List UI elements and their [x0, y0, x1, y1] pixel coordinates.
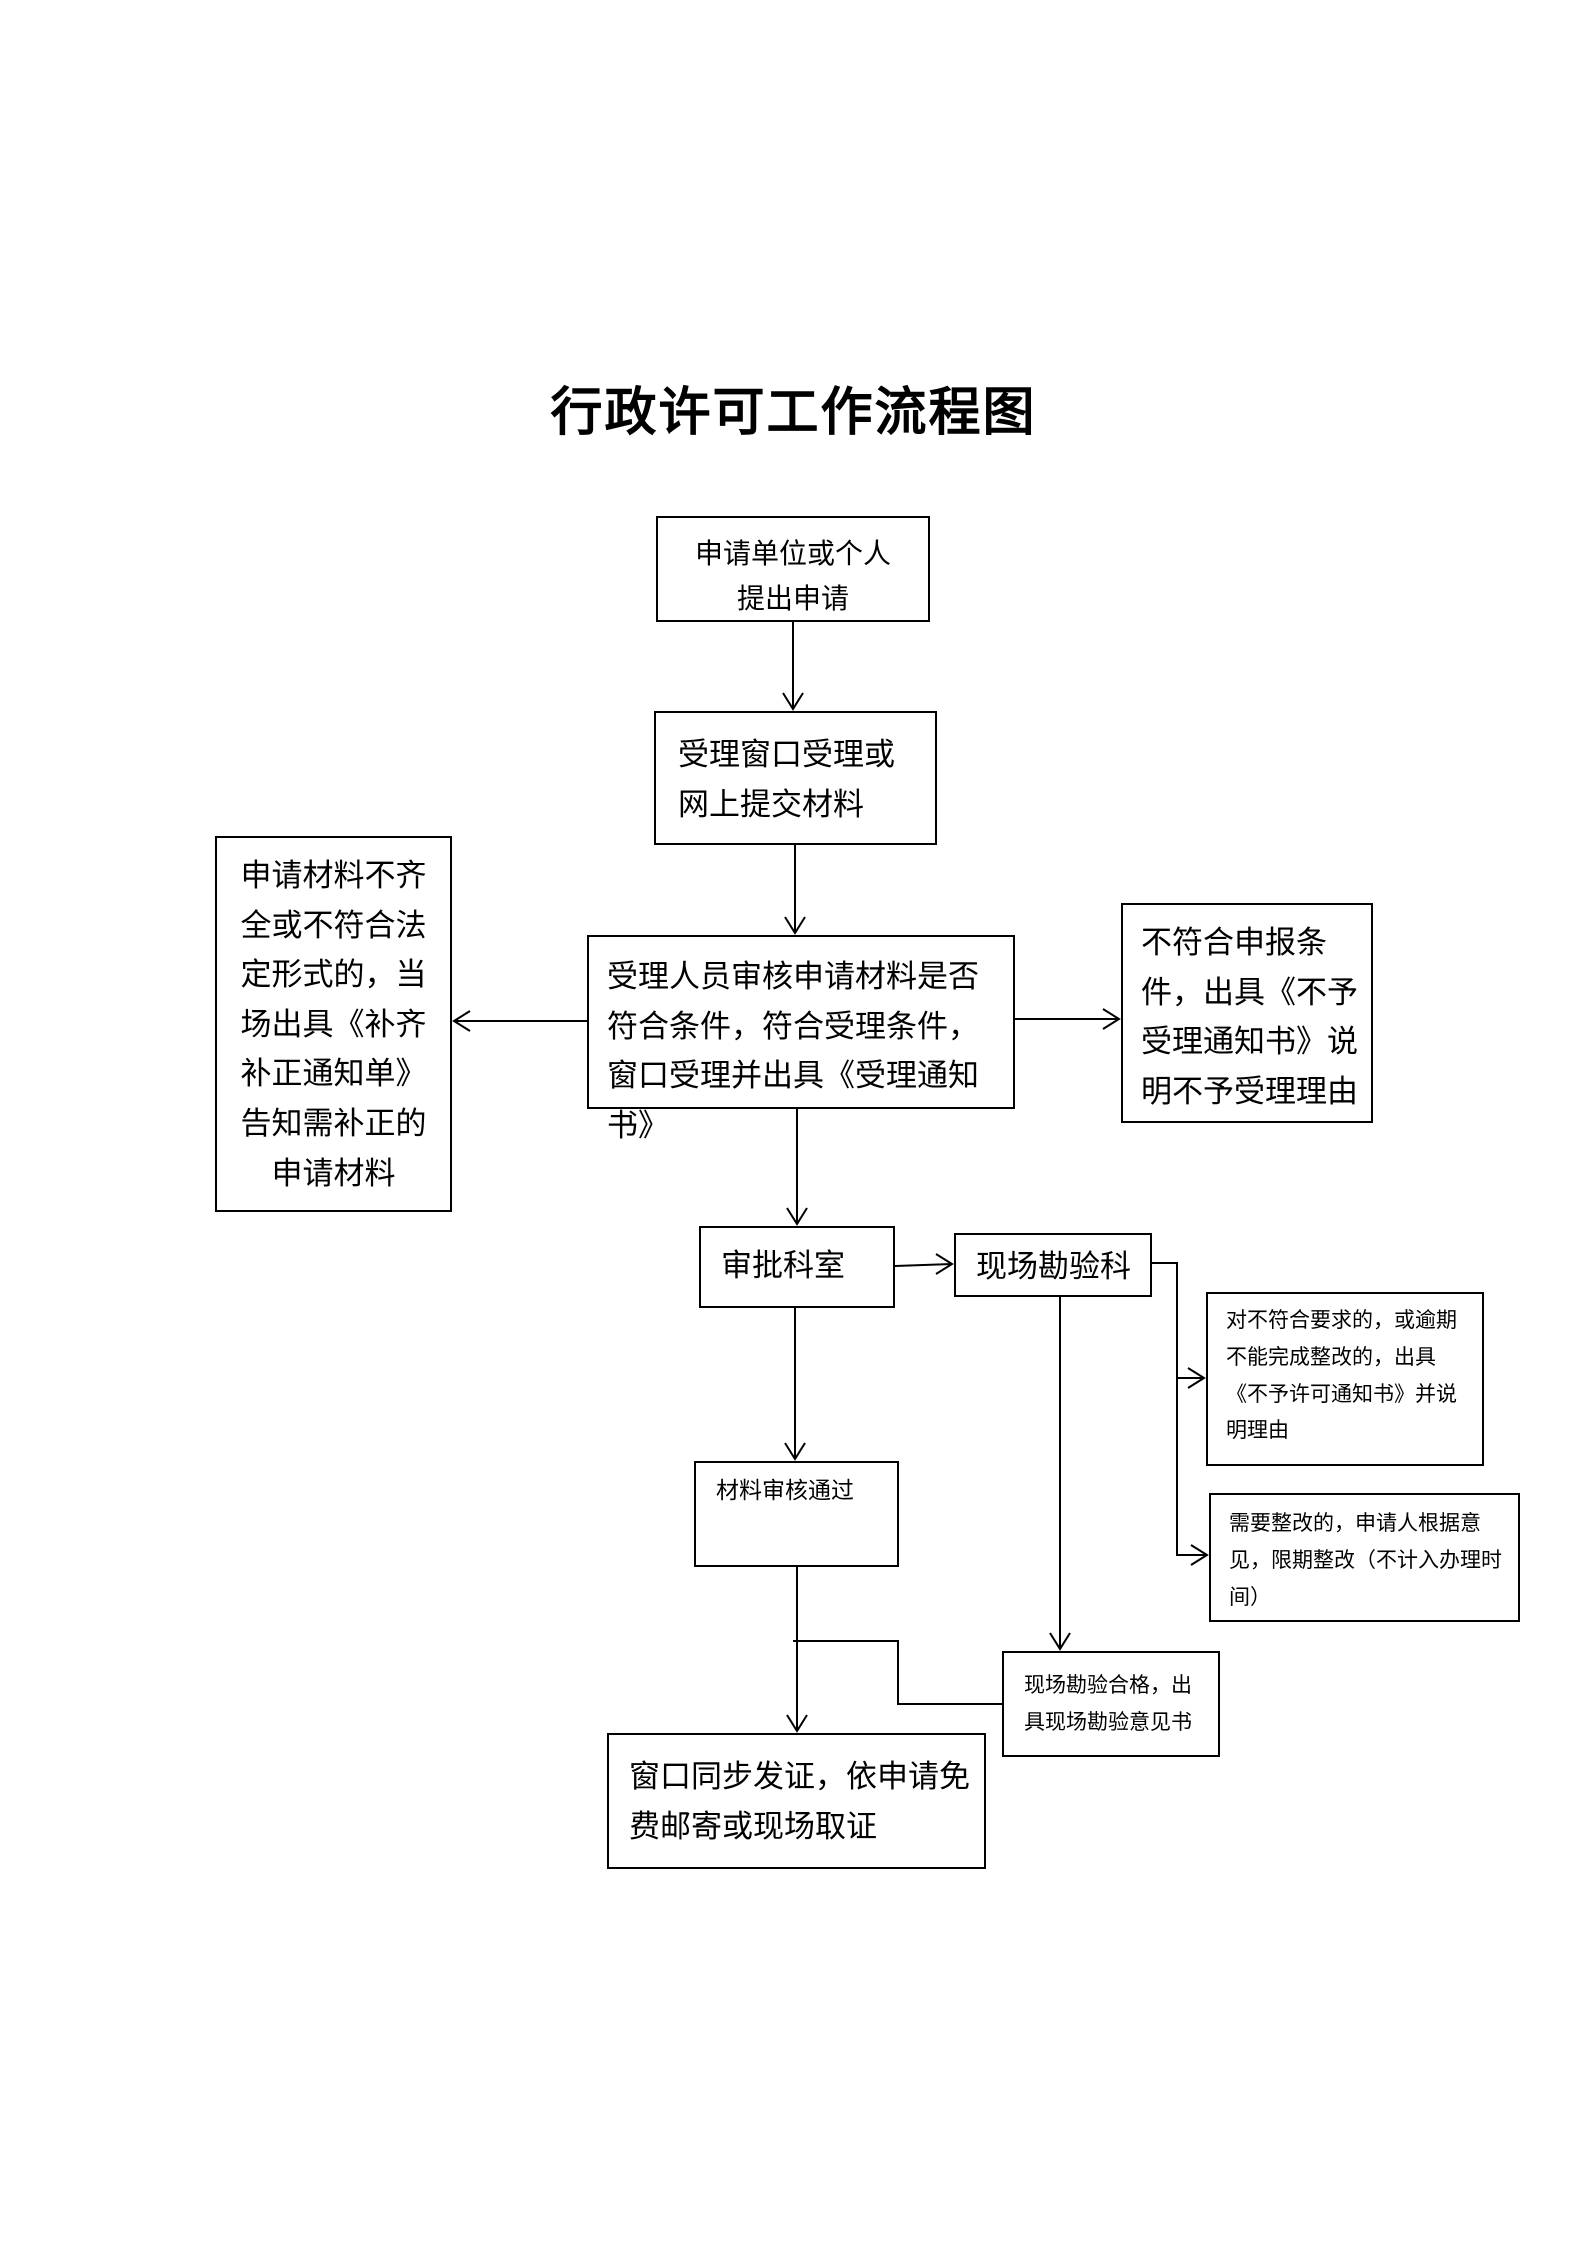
arrowhead-passed-to-issue [786, 1714, 808, 1733]
node-rectify-text: 需要整改的，申请人根据意见，限期整改（不计入办理时间） [1229, 1511, 1502, 1609]
node-approval-dept-text: 审批科室 [721, 1248, 845, 1284]
node-incomplete: 申请材料不齐全或不符合法定形式的，当场出具《补齐补正通知单》告知需补正的申请材料 [215, 836, 452, 1212]
node-apply: 申请单位或个人提出申请 [656, 516, 930, 622]
node-apply-text: 申请单位或个人提出申请 [694, 537, 891, 615]
node-not-compliant-text: 对不符合要求的，或逾期不能完成整改的，出具《不予许可通知书》并说明理由 [1226, 1308, 1457, 1443]
node-approval-dept: 审批科室 [699, 1226, 895, 1308]
node-incomplete-text: 申请材料不齐全或不符合法定形式的，当场出具《补齐补正通知单》告知需补正的申请材料 [240, 858, 427, 1192]
node-site-passed-text: 现场勘验合格，出具现场勘验意见书 [1024, 1673, 1192, 1734]
arrowhead-site-to-notes [1190, 1544, 1209, 1566]
node-material-passed: 材料审核通过 [694, 1461, 899, 1567]
node-site-inspection-text: 现场勘验科 [976, 1249, 1131, 1285]
node-not-compliant: 对不符合要求的，或逾期不能完成整改的，出具《不予许可通知书》并说明理由 [1206, 1292, 1484, 1466]
arrowhead-review-to-incomplete [452, 1010, 471, 1032]
node-site-passed: 现场勘验合格，出具现场勘验意见书 [1002, 1651, 1220, 1757]
arrow-dept-to-site [894, 1263, 953, 1267]
arrowhead-dept-to-site [935, 1253, 954, 1275]
arrowhead-dept-to-passed [784, 1442, 806, 1461]
node-review: 受理人员审核申请材料是否符合条件，符合受理条件，窗口受理并出具《受理通知书》 [587, 935, 1015, 1144]
arrow-site-to-notes [1152, 1262, 1207, 1556]
node-reject: 不符合申报条件，出具《不予受理通知书》说明不予受理理由 [1121, 903, 1373, 1123]
connector-sitepass-to-merge [793, 1640, 1002, 1705]
node-site-inspection: 现场勘验科 [954, 1233, 1152, 1297]
arrowhead-apply-to-window [782, 692, 804, 711]
node-issue: 窗口同步发证，依申请免费邮寄或现场取证 [607, 1733, 986, 1869]
node-reject-text: 不符合申报条件，出具《不予受理通知书》说明不予受理理由 [1141, 925, 1358, 1110]
node-issue-text: 窗口同步发证，依申请免费邮寄或现场取证 [629, 1759, 970, 1845]
arrowhead-site-to-sitepass [1049, 1632, 1071, 1651]
page-title: 行政许可工作流程图 [550, 383, 1037, 443]
node-material-passed-text: 材料审核通过 [716, 1478, 854, 1504]
arrowhead-window-to-review [784, 916, 806, 935]
node-review-text: 受理人员审核申请材料是否符合条件，符合受理条件，窗口受理并出具《受理通知书》 [607, 959, 979, 1144]
arrowhead-site-to-not-compliant [1187, 1367, 1206, 1389]
arrowhead-review-to-reject [1102, 1008, 1121, 1030]
node-rectify: 需要整改的，申请人根据意见，限期整改（不计入办理时间） [1209, 1493, 1520, 1622]
arrowhead-review-to-dept [786, 1207, 808, 1226]
node-window: 受理窗口受理或网上提交材料 [654, 711, 937, 845]
node-window-text: 受理窗口受理或网上提交材料 [678, 737, 895, 823]
